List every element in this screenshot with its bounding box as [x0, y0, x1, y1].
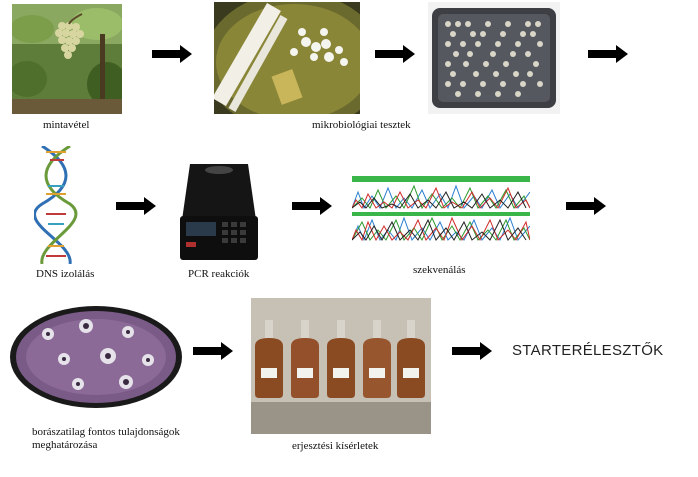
caption-properties-line1: borászatilag fontos tulajdonságok	[32, 426, 180, 438]
arrow-icon	[588, 45, 628, 63]
arrow-icon	[375, 45, 415, 63]
agar-plate-assay-photo	[8, 304, 184, 410]
fermentation-bottles-photo	[251, 298, 431, 434]
arrow-icon	[452, 342, 492, 360]
replica-plate-photo	[428, 2, 560, 114]
caption-properties-line2: meghatározása	[32, 439, 98, 451]
sequencing-chromatogram	[352, 174, 530, 244]
pcr-thermocycler-photo	[176, 160, 262, 262]
arrow-icon	[152, 45, 192, 63]
arrow-icon	[193, 342, 233, 360]
dna-helix-illustration	[34, 146, 78, 264]
starter-yeasts-label: STARTERÉLESZTŐK	[512, 342, 664, 359]
arrow-icon	[292, 197, 332, 215]
caption-sequencing: szekvenálás	[413, 264, 466, 276]
caption-dna-isolation: DNS izolálás	[36, 268, 95, 280]
petri-dish-colonies-photo	[214, 2, 360, 114]
caption-sampling: mintavétel	[43, 119, 90, 131]
caption-pcr: PCR reakciók	[188, 268, 250, 280]
arrow-icon	[566, 197, 606, 215]
caption-microbiology: mikrobiológiai tesztek	[312, 119, 411, 131]
arrow-icon	[116, 197, 156, 215]
grape-vine-photo	[12, 4, 122, 114]
caption-fermentation: erjesztési kísérletek	[292, 440, 379, 452]
